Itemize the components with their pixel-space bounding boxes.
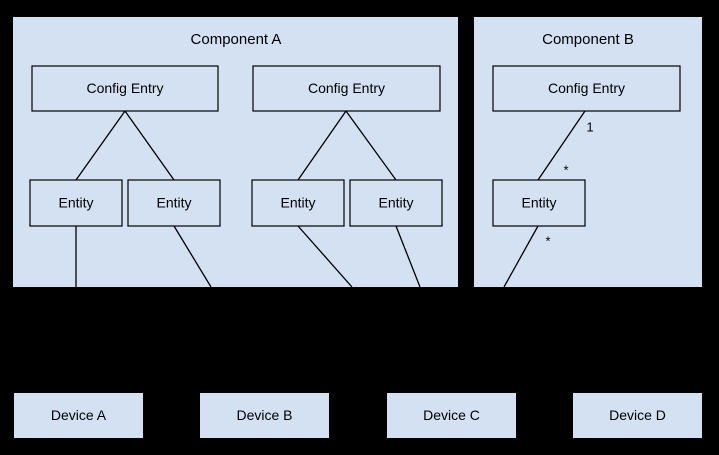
- connector-edge-b1-assoc: [537, 110, 586, 181]
- connector-edge-a4-down: [395, 225, 421, 287]
- config-entry-box-config-entry-a2[interactable]: [252, 65, 441, 112]
- connector-edges-layer: [75, 110, 586, 287]
- config-entry-box-config-entry-b1[interactable]: [492, 65, 681, 112]
- connector-edge-b1-down: [503, 225, 539, 287]
- entity-label-entity-a3: Entity: [280, 195, 315, 211]
- config-entry-box-config-entry-a1[interactable]: [31, 65, 219, 112]
- config-entry-label-config-entry-a1: Config Entry: [86, 80, 163, 96]
- entity-box-entity-b1[interactable]: [492, 179, 586, 227]
- component-container-component-a: [13, 17, 458, 287]
- device-box-device-a[interactable]: [14, 393, 143, 438]
- connector-edge-a3-down: [297, 225, 353, 287]
- connector-edge-a1-left: [75, 110, 126, 181]
- component-groups-layer: Component A Component B: [13, 17, 702, 287]
- component-container-component-b: [474, 17, 702, 287]
- nodes-layer: Config Entry Config Entry Config EntryEnti…: [29, 65, 681, 227]
- multiplicity-mult-b-star-upper: *: [563, 162, 568, 177]
- entity-box-entity-a1[interactable]: [29, 179, 123, 227]
- entity-label-entity-b1: Entity: [521, 195, 556, 211]
- connector-edge-a2-right: [345, 110, 397, 181]
- device-label-device-c: Device C: [423, 407, 480, 423]
- device-label-device-d: Device D: [609, 407, 666, 423]
- device-label-device-b: Device B: [236, 407, 292, 423]
- entity-label-entity-a4: Entity: [378, 195, 413, 211]
- config-entry-label-config-entry-a2: Config Entry: [308, 80, 385, 96]
- multiplicity-labels-layer: 1 * *: [545, 119, 593, 248]
- entity-label-entity-a1: Entity: [58, 195, 93, 211]
- component-title-component-b: Component B: [542, 31, 634, 48]
- entity-label-entity-a2: Entity: [156, 195, 191, 211]
- multiplicity-mult-b-one: 1: [586, 119, 593, 134]
- device-box-device-d[interactable]: [573, 393, 702, 438]
- multiplicity-mult-b-star-lower: *: [545, 233, 550, 248]
- entity-box-entity-a4[interactable]: [349, 179, 443, 227]
- connector-edge-a1-right: [124, 110, 175, 181]
- connector-edge-a2-down: [173, 225, 212, 287]
- device-box-device-b[interactable]: [200, 393, 329, 438]
- connector-edge-a2-left: [297, 110, 347, 181]
- device-box-device-c[interactable]: [387, 393, 516, 438]
- device-label-device-a: Device A: [51, 407, 107, 423]
- devices-layer: Device A Device B Device C Device D: [14, 393, 702, 438]
- component-title-component-a: Component A: [191, 31, 282, 48]
- config-entry-label-config-entry-b1: Config Entry: [548, 80, 625, 96]
- entity-box-entity-a3[interactable]: [251, 179, 345, 227]
- entity-box-entity-a2[interactable]: [127, 179, 221, 227]
